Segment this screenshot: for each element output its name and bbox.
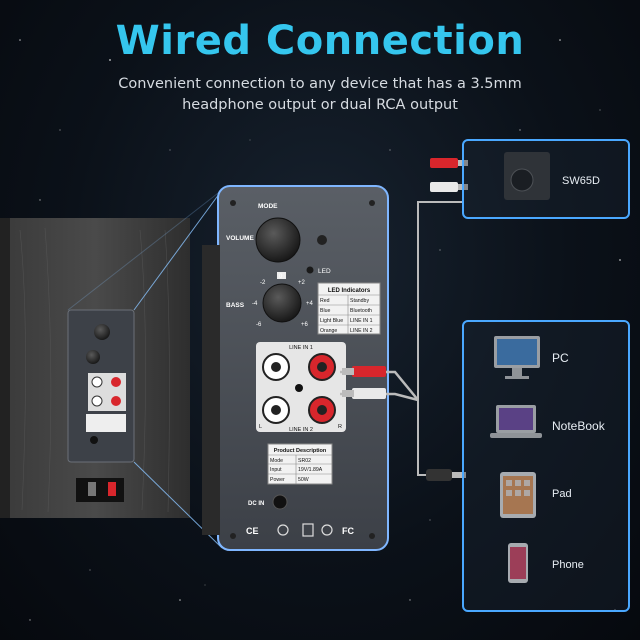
cable-to-sources: [417, 400, 462, 476]
pad-label: Pad: [552, 488, 572, 500]
aux-plug-icon: [426, 469, 466, 481]
led-color: Red: [320, 298, 330, 304]
led-meaning: LINE IN 1: [350, 318, 373, 324]
product-value: 19V/1.89A: [298, 467, 323, 473]
bass-scale-value: -4: [252, 301, 258, 307]
led-indicator-icon: [306, 266, 314, 274]
subwoofer-device-box: [462, 139, 630, 219]
subtitle-line-1: Convenient connection to any device that…: [118, 76, 522, 92]
line-in-2-label: LINE IN 2: [289, 427, 313, 433]
led-table-title: LED Indicators: [328, 288, 371, 294]
right-channel-label: R: [338, 424, 342, 430]
led-indicator-table: [317, 282, 381, 335]
led-meaning: Bluetooth: [350, 308, 372, 314]
speaker-cabinet: [0, 218, 190, 518]
recycle-icon: [277, 524, 289, 536]
mode-label: MODE: [258, 203, 278, 210]
product-value: 50W: [298, 477, 309, 483]
dc-in-label: DC IN: [248, 501, 264, 507]
notebook-icon: [490, 405, 542, 438]
phone-icon: [508, 543, 528, 583]
pc-label: PC: [552, 351, 569, 365]
bass-scale-value: +4: [306, 301, 314, 307]
bass-scale-value: +2: [298, 280, 306, 286]
left-channel-label: L: [259, 424, 262, 430]
bass-scale-value: +6: [301, 322, 309, 328]
subwoofer-label: SW65D: [562, 175, 600, 187]
weee-bin-icon: [302, 523, 314, 537]
volume-label: VOLUME: [226, 235, 254, 242]
page-subtitle: Convenient connection to any device that…: [60, 74, 580, 116]
bass-marker-icon: [277, 272, 286, 279]
mode-button[interactable]: [317, 235, 327, 245]
pc-icon: [494, 336, 540, 379]
phone-label: Phone: [552, 559, 584, 571]
source-devices-box: [462, 320, 630, 612]
bass-scale-value: 0: [279, 274, 283, 280]
rohs-icon: [321, 524, 333, 536]
bass-knob[interactable]: [262, 283, 302, 323]
subtitle-line-2: headphone output or dual RCA output: [182, 97, 458, 113]
volume-knob[interactable]: [255, 217, 301, 263]
product-table-title: Product Description: [274, 448, 327, 454]
product-key: Mode: [270, 458, 283, 464]
led-meaning: Standby: [350, 298, 369, 304]
rear-panel-enlarged: [202, 185, 389, 551]
product-table-rows: Mode SR02 Input 19V/1.89A Power 50W: [270, 458, 323, 483]
ce-mark: CE: [246, 526, 259, 536]
dc-in-port[interactable]: [272, 494, 288, 510]
line-in-1-label: LINE IN 1: [289, 345, 313, 351]
led-label: LED: [318, 268, 331, 275]
product-key: Input: [270, 467, 282, 473]
notebook-label: NoteBook: [552, 419, 605, 433]
led-color: Light Blue: [320, 318, 343, 324]
led-table-rows: Red Standby Blue Bluetooth Light Blue LI…: [320, 298, 373, 334]
bass-scale: -2 0 +2 -4 +4 -6 +6: [252, 274, 314, 328]
cable-to-subwoofer: [417, 201, 462, 400]
product-key: Power: [270, 477, 285, 483]
aux-jack-icon: [295, 384, 303, 392]
bass-scale-value: -2: [260, 280, 266, 286]
certification-marks: [277, 523, 333, 537]
bass-label: BASS: [226, 302, 245, 309]
page-title: Wired Connection: [115, 18, 525, 64]
fcc-mark: FC: [342, 526, 354, 536]
product-value: SR02: [298, 458, 311, 464]
rca-cable-to-panel: [340, 366, 419, 402]
led-meaning: LINE IN 2: [350, 328, 373, 334]
led-color: Blue: [320, 308, 330, 314]
pad-icon: [500, 472, 536, 518]
led-color: Orange: [320, 328, 337, 334]
bass-scale-value: -6: [256, 322, 262, 328]
